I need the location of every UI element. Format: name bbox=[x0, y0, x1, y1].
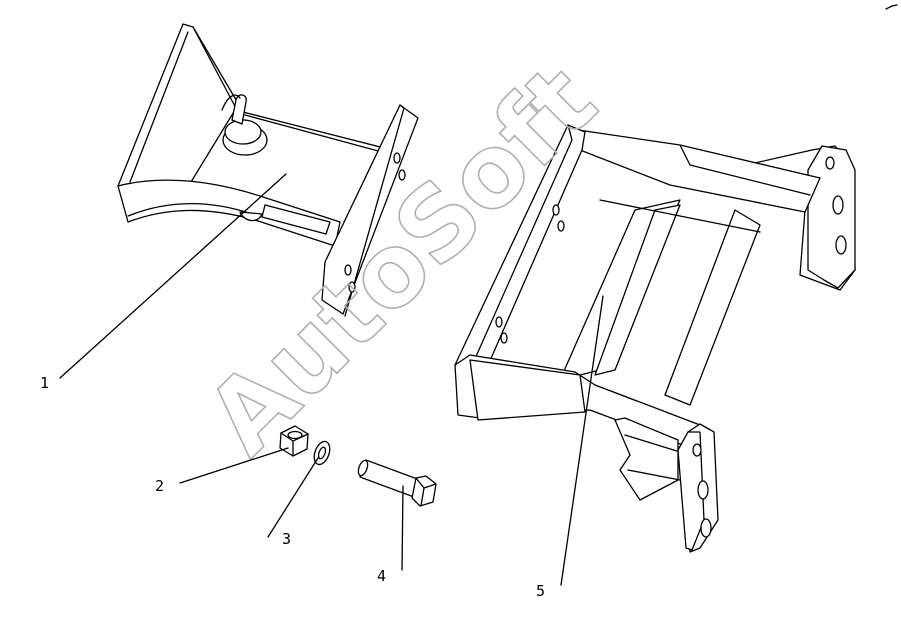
part-2-nut bbox=[279, 425, 309, 457]
leader-line-1 bbox=[59, 173, 287, 379]
part-4-bolt bbox=[357, 459, 437, 507]
leader-line-5 bbox=[560, 295, 604, 586]
callout-label-4: 4 bbox=[377, 567, 386, 585]
callout-label-3: 3 bbox=[282, 530, 291, 548]
leader-line-3 bbox=[267, 457, 319, 538]
leader-line-2 bbox=[179, 447, 289, 484]
callout-label-5: 5 bbox=[536, 582, 545, 600]
part-1-bracket bbox=[117, 23, 419, 317]
leader-lines bbox=[59, 173, 604, 586]
callout-label-2: 2 bbox=[155, 477, 164, 495]
part-5-frame bbox=[454, 124, 856, 553]
leader-line-4 bbox=[401, 485, 404, 571]
corner-mark bbox=[885, 4, 898, 10]
callout-label-1: 1 bbox=[40, 374, 49, 392]
